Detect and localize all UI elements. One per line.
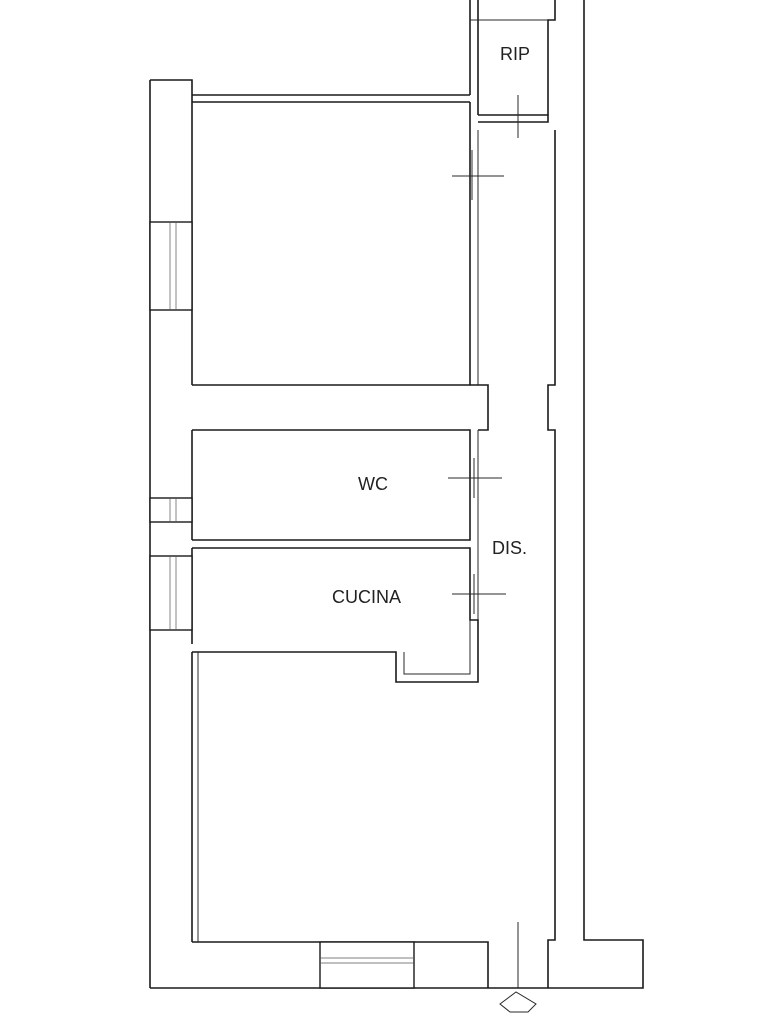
room-top-bedroom [192,102,489,431]
door-marks [448,95,519,988]
exterior-walls [149,0,644,989]
window-left-wc [149,497,193,523]
room-cucina [192,547,479,683]
room-rip [470,19,549,123]
window-left-cucina [149,555,193,631]
window-left-top [149,221,193,311]
room-label-wc: WC [358,474,388,494]
window-bottom [319,941,415,989]
room-label-dis: DIS. [492,538,527,558]
room-label-cucina: CUCINA [332,587,401,607]
room-label-rip: RIP [500,44,530,64]
room-wc [192,429,479,620]
entrance-arrow-icon [499,991,537,1013]
